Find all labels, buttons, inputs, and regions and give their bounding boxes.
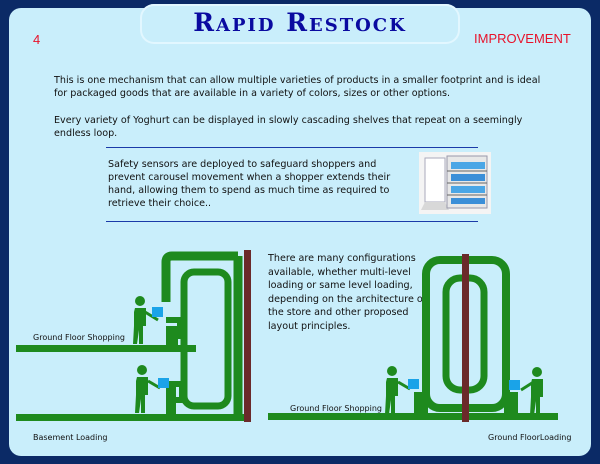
page-title: Rapid Restock [193, 8, 407, 37]
divider-top [106, 147, 478, 148]
safety-note: Safety sensors are deployed to safeguard… [108, 159, 391, 209]
carousel-shelf-illustration [419, 152, 491, 214]
yoghurt-paragraph: Every variety of Yoghurt can be displaye… [54, 115, 523, 139]
intro-paragraph: This is one mechanism that can allow mul… [54, 75, 541, 99]
multi-level-diagram [16, 250, 251, 422]
slide-card [9, 8, 591, 456]
section-tag: IMPROVEMENT [474, 31, 571, 46]
page-number: 4 [33, 32, 41, 47]
label-ground-floor-shopping-left: Ground Floor Shopping [33, 333, 125, 342]
title-tab [140, 4, 460, 44]
configurations-note: There are many configurations available,… [268, 253, 427, 332]
label-basement-loading: Basement Loading [33, 433, 108, 442]
divider-bottom [106, 221, 478, 222]
label-ground-floor-shopping-right: Ground Floor Shopping [290, 404, 382, 413]
same-level-diagram [268, 254, 558, 422]
label-ground-floor-loading: Ground FloorLoading [488, 433, 572, 442]
